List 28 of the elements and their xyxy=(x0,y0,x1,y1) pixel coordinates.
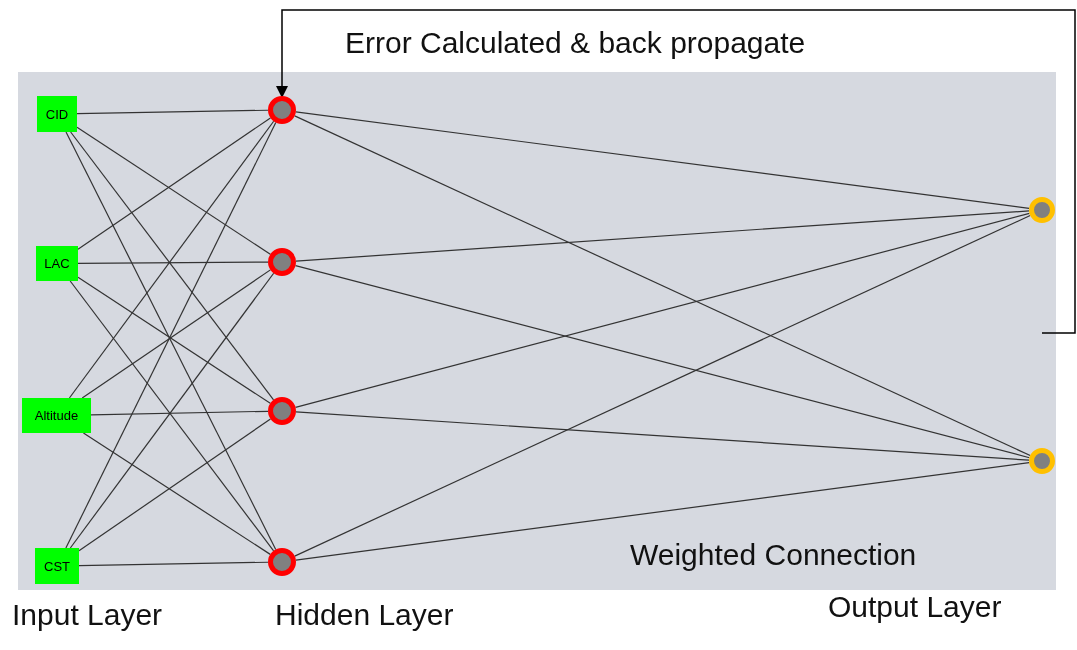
feedback-arrow xyxy=(276,9,1076,334)
weighted-connection xyxy=(77,261,269,264)
output-neuron xyxy=(1029,197,1055,223)
panel-caption: Weighted Connection xyxy=(630,540,917,570)
layer-label: Input Layer xyxy=(12,600,163,630)
weighted-connection xyxy=(90,410,269,416)
weighted-connection xyxy=(294,214,1031,557)
weighted-connection xyxy=(295,411,1030,461)
layer-label: Hidden Layer xyxy=(275,600,454,630)
edge-label: Error Calculated & back propagate xyxy=(345,28,806,58)
hidden-neuron xyxy=(268,548,296,576)
hidden-neuron xyxy=(268,96,296,124)
input-node: LAC xyxy=(36,246,78,281)
layer-label: Output Layer xyxy=(828,592,1002,622)
weighted-connection xyxy=(294,212,1031,409)
weighted-connection xyxy=(295,210,1030,262)
input-node: CST xyxy=(35,548,79,584)
input-node: Altitude xyxy=(22,398,91,433)
weighted-connection xyxy=(295,111,1030,209)
weighted-connection xyxy=(78,561,269,567)
weighted-connection xyxy=(295,462,1030,561)
input-node: CID xyxy=(37,96,77,132)
hidden-neuron xyxy=(268,397,296,425)
output-neuron xyxy=(1029,448,1055,474)
weighted-connection xyxy=(294,264,1030,459)
weighted-connection xyxy=(294,115,1031,457)
hidden-neuron xyxy=(268,248,296,276)
weighted-connection xyxy=(76,109,269,115)
